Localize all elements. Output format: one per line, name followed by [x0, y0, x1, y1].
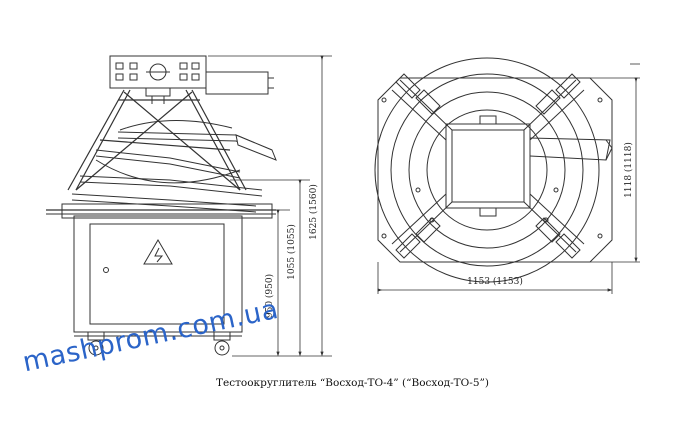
motor-housing	[109, 55, 274, 104]
wheels	[87, 331, 231, 356]
plan-view	[374, 57, 640, 294]
dim-plan-depth: 1118 (1118)	[623, 142, 634, 198]
dim-table-height: 950 (950)	[264, 274, 275, 318]
cabinet	[73, 215, 243, 337]
plan-arms	[381, 73, 603, 259]
support-arms	[67, 89, 247, 191]
spiral-channels	[71, 131, 277, 213]
front-view	[46, 55, 332, 357]
plan-dimensions	[377, 63, 640, 294]
front-dimensions	[208, 55, 332, 357]
dim-total-height: 1625 (1560)	[308, 184, 319, 240]
bowl	[46, 119, 276, 219]
dim-cone-height: 1055 (1055)	[286, 224, 297, 280]
dim-plan-width: 1153 (1153)	[467, 276, 523, 287]
plan-center-box	[445, 123, 531, 209]
drawing-caption: Тестоокруглитель “Восход-ТО-4” (“Восход-…	[216, 377, 489, 389]
